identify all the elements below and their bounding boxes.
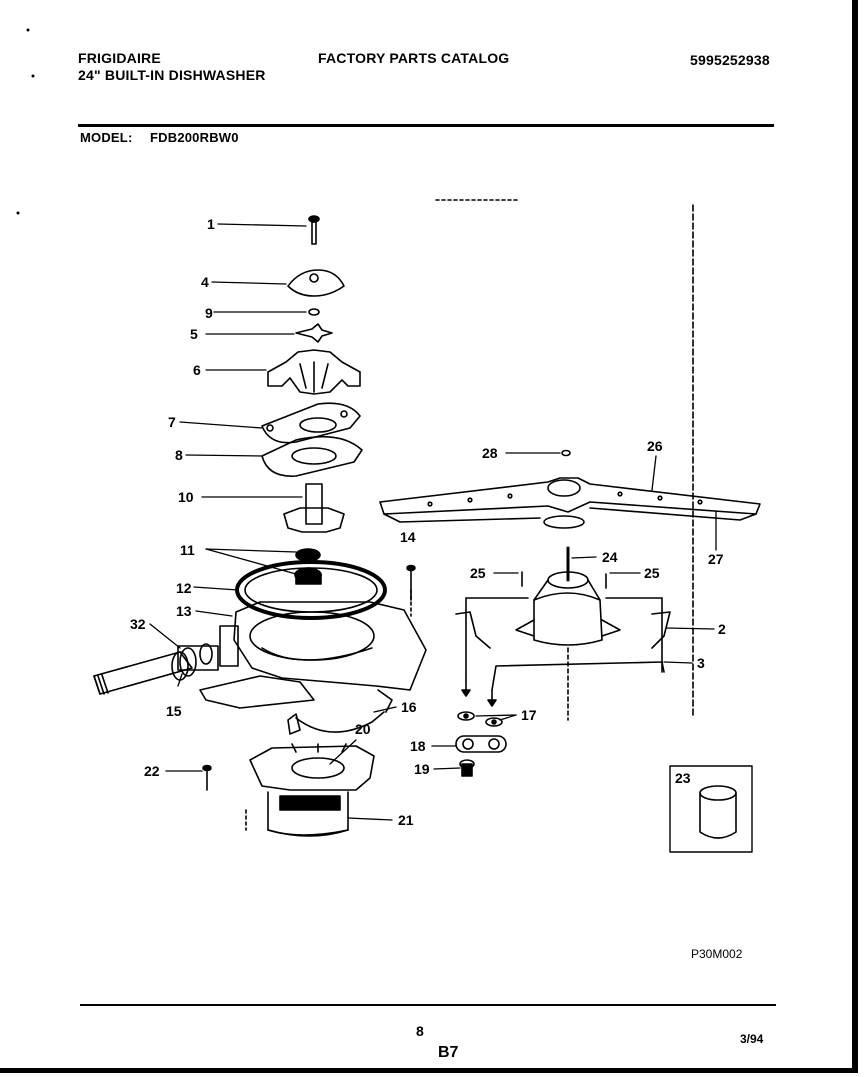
part-box-23	[669, 765, 753, 853]
callout-10: 10	[178, 489, 194, 505]
callout-13: 13	[176, 603, 192, 619]
callout-3: 3	[697, 655, 705, 671]
header-rule	[78, 124, 774, 127]
part-hub-10	[283, 483, 345, 533]
callout-16: 16	[401, 699, 417, 715]
revision-date: 3/94	[740, 1032, 764, 1046]
callout-20: 20	[355, 721, 371, 737]
part-28	[561, 449, 571, 457]
callout-27: 27	[708, 551, 724, 567]
part-clip-5	[295, 323, 333, 343]
part-screw-19	[459, 759, 475, 777]
model-value: FDB200RBW0	[150, 130, 239, 145]
product-name: 24" BUILT-IN DISHWASHER	[78, 67, 266, 83]
catalog-title: FACTORY PARTS CATALOG	[318, 50, 510, 66]
figure-code: P30M002	[691, 947, 743, 961]
callout-22: 22	[144, 763, 160, 779]
callout-32: 32	[130, 616, 146, 632]
part-spray-housing	[455, 571, 671, 721]
callout-17: 17	[521, 707, 537, 723]
callout-7: 7	[168, 414, 176, 430]
part-screw-1	[308, 215, 320, 245]
callout-19: 19	[414, 761, 430, 777]
part-harness-16	[287, 689, 393, 735]
part-impeller-6	[267, 349, 361, 395]
callout-28: 28	[482, 445, 498, 461]
section-code: B7	[438, 1044, 459, 1061]
callout-24: 24	[602, 549, 618, 565]
callout-5: 5	[190, 326, 198, 342]
part-motor-21	[245, 791, 349, 837]
catalog-number: 5995252938	[690, 52, 770, 68]
part-fasteners-17	[457, 679, 503, 727]
part-gasket-8	[261, 435, 363, 477]
part-plate-7	[261, 402, 361, 444]
part-bracket-18	[455, 735, 507, 753]
part-bolt-22	[202, 764, 212, 791]
callout-18: 18	[410, 738, 426, 754]
callout-26: 26	[647, 438, 663, 454]
callout-12: 12	[176, 580, 192, 596]
callout-6: 6	[193, 362, 201, 378]
part-motor-top-20	[249, 743, 375, 791]
part-cap-4	[287, 269, 345, 297]
brand-name: FRIGIDAIRE	[78, 50, 161, 66]
part-spray-arm-26	[379, 477, 761, 529]
part-hose-32	[93, 643, 219, 695]
callout-23: 23	[675, 770, 691, 786]
page-number: 8	[416, 1023, 424, 1039]
part-seals-11	[294, 548, 322, 585]
callout-14: 14	[400, 529, 416, 545]
callout-1: 1	[207, 216, 215, 232]
part-pump-housing-13	[199, 601, 427, 709]
callout-4: 4	[201, 274, 209, 290]
callout-11: 11	[180, 542, 195, 558]
footer-rule	[80, 1004, 776, 1006]
callout-2: 2	[718, 621, 726, 637]
model-label: MODEL:	[80, 130, 133, 145]
callout-15: 15	[166, 703, 182, 719]
callout-21: 21	[398, 812, 414, 828]
leader-lines	[149, 223, 717, 821]
callout-9: 9	[205, 305, 213, 321]
callout-8: 8	[175, 447, 183, 463]
scan-marks	[16, 28, 35, 215]
part-oring-9	[308, 308, 320, 316]
callout-25-left: 25	[470, 565, 486, 581]
part-screw-14	[406, 564, 416, 617]
callout-25-right: 25	[644, 565, 660, 581]
